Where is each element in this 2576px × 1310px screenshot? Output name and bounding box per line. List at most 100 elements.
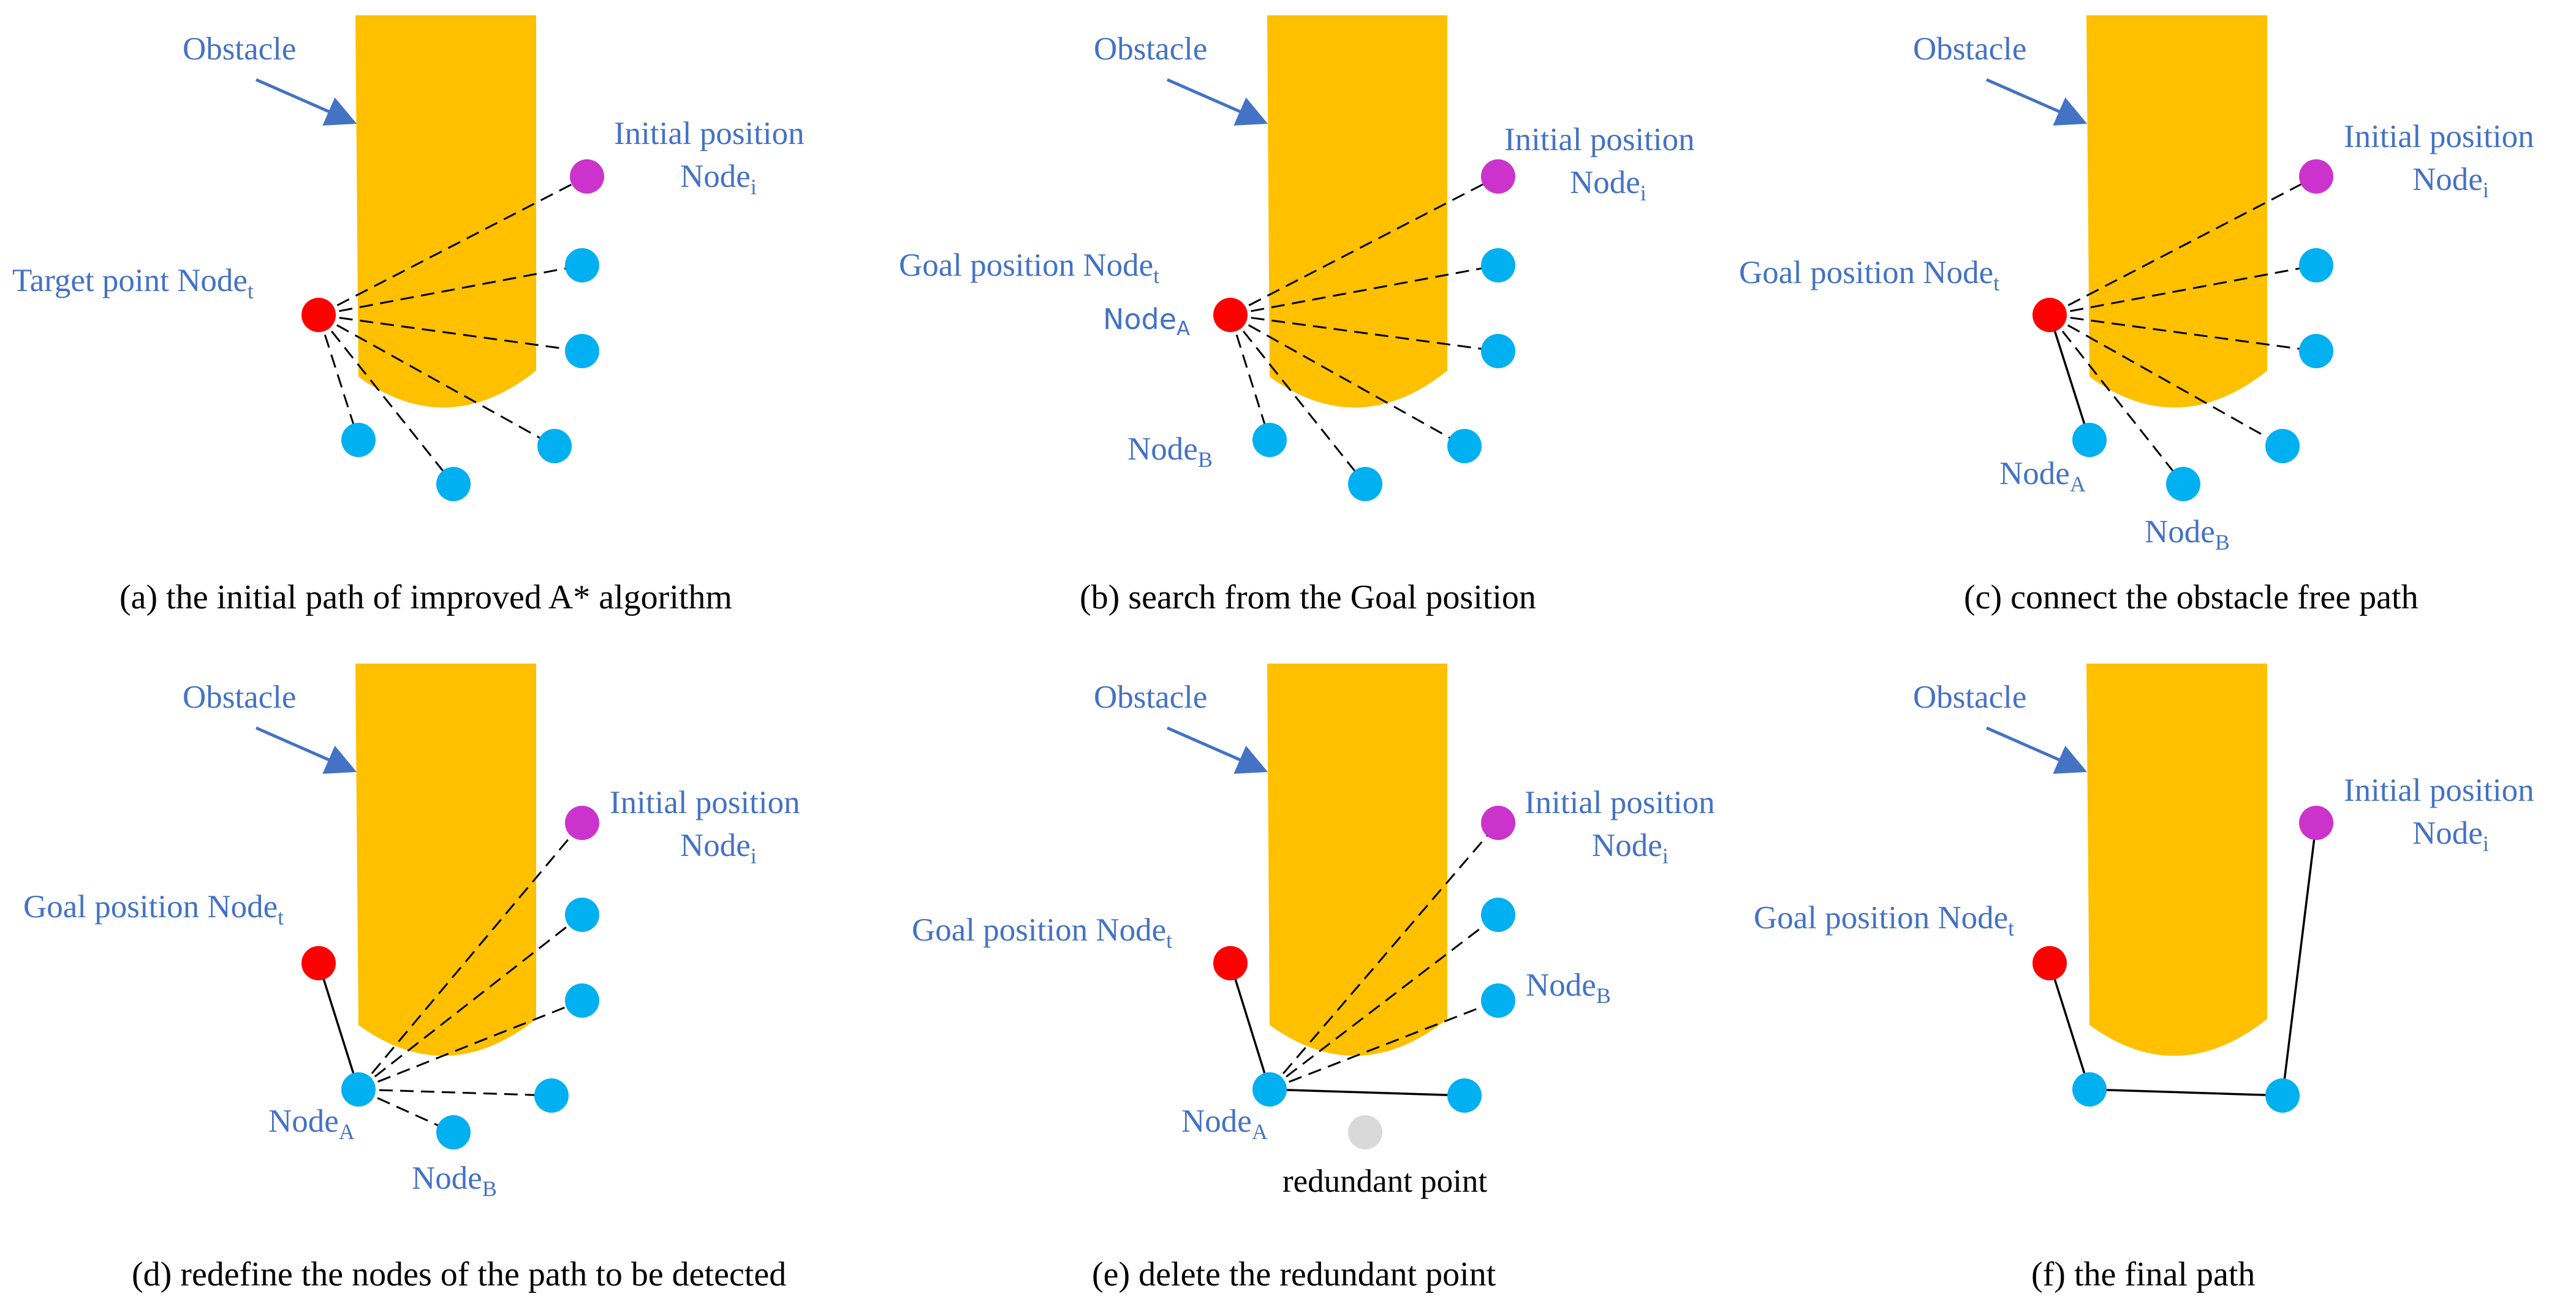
- obstacle-shape: [1267, 15, 1447, 408]
- node-a: [2072, 423, 2107, 457]
- node: [534, 1078, 569, 1113]
- obstacle-arrow: [1985, 726, 2088, 774]
- node: [565, 248, 599, 282]
- initial-position-label: Initial position: [614, 116, 805, 151]
- target-node: [301, 298, 336, 332]
- panel-c: Obstacle Initial position Nodei Goal pos…: [1739, 15, 2534, 616]
- goal-node: [2032, 946, 2067, 980]
- redundant-point-label: redundant point: [1282, 1164, 1487, 1199]
- node-a-label: NodeA: [1181, 1104, 1268, 1144]
- node: [537, 429, 572, 463]
- node: [341, 423, 376, 457]
- initial-node: [565, 806, 599, 840]
- node-b: [2166, 467, 2200, 501]
- obstacle-arrow: [255, 726, 357, 774]
- node-i-label: Nodei: [680, 159, 757, 199]
- goal-node: [301, 946, 336, 980]
- initial-position-label: Initial position: [2344, 119, 2534, 154]
- goal-position-label: Goal position Nodet: [899, 248, 1159, 288]
- target-point-label: Target point Nodet: [12, 263, 254, 303]
- caption-c: (c) connect the obstacle free path: [1964, 578, 2419, 616]
- node: [565, 334, 599, 368]
- caption-d: (d) redefine the nodes of the path to be…: [132, 1255, 786, 1293]
- initial-position-label: Initial position: [1525, 785, 1715, 820]
- obstacle-shape: [2086, 664, 2267, 1056]
- node: [2265, 429, 2300, 463]
- node-i-label: Nodei: [680, 828, 757, 868]
- node: [1447, 429, 1482, 463]
- initial-node: [1481, 159, 1515, 194]
- goal-node: [2032, 298, 2067, 332]
- panel-e: Obstacle Initial position Nodei Goal pos…: [912, 664, 1715, 1293]
- caption-a: (a) the initial path of improved A* algo…: [119, 578, 732, 616]
- obstacle-shape: [2086, 15, 2267, 408]
- panel-b: Obstacle Initial position Nodei Goal pos…: [899, 15, 1695, 616]
- initial-node: [2299, 159, 2333, 194]
- node-b-label: NodeB: [412, 1160, 497, 1201]
- obstacle-shape: [355, 664, 536, 1056]
- obstacle-shape: [1267, 664, 1447, 1056]
- initial-node: [1481, 806, 1515, 840]
- obstacle-label: Obstacle: [1094, 31, 1207, 67]
- node: [565, 983, 599, 1018]
- node-i-label: Nodei: [2412, 162, 2489, 202]
- node-i-label: Nodei: [2412, 816, 2489, 856]
- obstacle-label: Obstacle: [183, 31, 296, 67]
- initial-node: [570, 159, 604, 194]
- obstacle-arrow: [1985, 78, 2088, 126]
- node-b: [436, 1115, 471, 1149]
- node-b-label: NodeB: [2145, 514, 2230, 555]
- node-a: [1252, 1072, 1287, 1107]
- path-lines: [2048, 822, 2317, 1097]
- node: [1481, 248, 1515, 282]
- obstacle-arrow: [1166, 726, 1268, 774]
- goal-position-label: Goal position Nodet: [23, 889, 284, 929]
- panel-f: Obstacle Initial position Nodei Goal pos…: [1754, 664, 2534, 1293]
- goal-node: [1213, 298, 1248, 332]
- node-b: [1481, 983, 1515, 1018]
- panel-d: Obstacle Initial position Nodei Goal pos…: [23, 664, 800, 1293]
- node: [1447, 1078, 1482, 1113]
- node: [2299, 334, 2333, 368]
- obstacle-shape: [355, 15, 536, 408]
- caption-e: (e) delete the redundant point: [1092, 1255, 1496, 1293]
- node-a-label: NodeA: [268, 1104, 355, 1144]
- node-a-label: NodeA: [1103, 303, 1190, 340]
- node: [1481, 898, 1515, 932]
- goal-position-label: Goal position Nodet: [912, 912, 1172, 953]
- path-lines: [1229, 822, 1499, 1097]
- goal-position-label: Goal position Nodet: [1754, 900, 2014, 941]
- node-b: [1252, 423, 1287, 457]
- node-i-label: Nodei: [1592, 828, 1669, 868]
- path-lines: [317, 175, 588, 485]
- caption-b: (b) search from the Goal position: [1080, 578, 1536, 616]
- initial-position-label: Initial position: [610, 785, 800, 820]
- node: [1481, 334, 1515, 368]
- goal-node: [1213, 946, 1248, 980]
- node-b-label: NodeB: [1526, 967, 1611, 1008]
- initial-position-label: Initial position: [1504, 122, 1695, 157]
- path-lines: [2048, 175, 2317, 485]
- node-i-label: Nodei: [1570, 165, 1646, 205]
- initial-node: [2299, 806, 2333, 840]
- panel-a: Obstacle Initial position Nodei Target p…: [12, 15, 805, 616]
- node: [2299, 248, 2333, 282]
- path-lines: [317, 822, 583, 1134]
- obstacle-arrow: [1166, 78, 1268, 126]
- goal-position-label: Goal position Nodet: [1739, 255, 1999, 295]
- node: [565, 898, 599, 932]
- node-a-label: NodeA: [1999, 456, 2086, 496]
- obstacle-label: Obstacle: [1094, 680, 1207, 715]
- obstacle-label: Obstacle: [183, 680, 296, 715]
- node: [2265, 1078, 2300, 1113]
- node-b-label: NodeB: [1127, 431, 1213, 472]
- caption-f: (f) the final path: [2031, 1255, 2255, 1293]
- redundant-node: [1348, 1115, 1382, 1149]
- node-a: [341, 1072, 376, 1107]
- node: [436, 467, 471, 501]
- obstacle-label: Obstacle: [1913, 31, 2026, 67]
- initial-position-label: Initial position: [2344, 773, 2534, 808]
- obstacle-label: Obstacle: [1913, 680, 2026, 715]
- node: [2072, 1072, 2107, 1107]
